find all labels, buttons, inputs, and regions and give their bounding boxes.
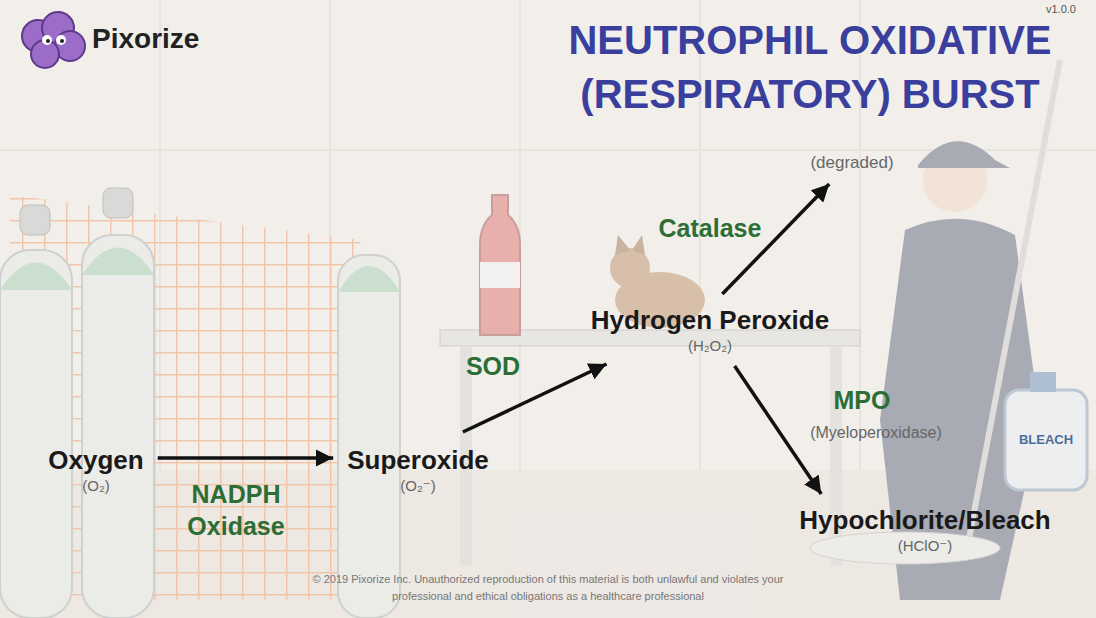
table xyxy=(440,330,860,566)
compound-name: Superoxide xyxy=(347,444,489,476)
bottle-label: BLEACH xyxy=(1019,432,1073,448)
formula-text: (HClO⁻) xyxy=(799,536,1050,556)
tank-body xyxy=(338,255,400,618)
tank-cap xyxy=(338,266,400,292)
cat-ears xyxy=(615,235,645,255)
logo-pupil xyxy=(60,39,64,43)
bottle-body xyxy=(1005,390,1087,490)
chemical-node: Hydrogen Peroxide(H₂O₂) xyxy=(587,300,833,360)
formula-text: (O₂⁻) xyxy=(347,476,489,496)
formula-text: (O₂) xyxy=(48,476,143,496)
logo-text: Pixorize xyxy=(92,22,199,56)
tank-body xyxy=(0,250,72,618)
bottle-body xyxy=(480,195,520,335)
soda-bottle xyxy=(480,195,520,335)
compound-name: Oxygen xyxy=(48,444,143,476)
tank-body xyxy=(82,235,154,618)
logo-eye xyxy=(42,35,52,45)
enzyme-label: MPO xyxy=(817,384,907,416)
chemical-node: (degraded) xyxy=(806,148,897,178)
formula-text: (degraded) xyxy=(810,152,893,174)
enzyme-label: SOD xyxy=(448,350,538,382)
pixorize-logo xyxy=(22,12,85,68)
janitor-cap xyxy=(918,141,1010,168)
logo-pupil xyxy=(46,39,50,43)
tank-valve xyxy=(20,205,50,235)
oxygen-tank xyxy=(0,188,400,618)
compound-name: Hydrogen Peroxide xyxy=(591,304,829,336)
enzyme-label: NADPH Oxidase xyxy=(171,478,301,542)
compound-name: Hypochlorite/Bleach xyxy=(799,504,1050,536)
reaction-arrow xyxy=(158,456,334,460)
bottle-cap xyxy=(1030,372,1056,392)
title: NEUTROPHIL OXIDATIVE (RESPIRATORY) BURST xyxy=(550,13,1070,121)
enzyme-full-name: (Myeloperoxidase) xyxy=(810,423,942,443)
chemical-node: Oxygen(O₂) xyxy=(44,440,147,500)
chemical-node: Superoxide(O₂⁻) xyxy=(343,440,493,500)
logo-eye xyxy=(56,35,66,45)
bleach-bottle xyxy=(1005,372,1087,490)
chemical-node: Hypochlorite/Bleach(HClO⁻) xyxy=(795,500,1054,560)
copyright-note: © 2019 Pixorize Inc. Unauthorized reprod… xyxy=(298,571,798,605)
reaction-arrow xyxy=(735,366,822,494)
bottle-label xyxy=(480,262,520,288)
tank-valve xyxy=(103,188,133,218)
version-number: v1.0.0 xyxy=(1046,2,1076,16)
tank-cap xyxy=(0,263,72,291)
wall-line xyxy=(0,149,1096,151)
formula-text: (H₂O₂) xyxy=(591,336,829,356)
tank-cap xyxy=(82,248,154,276)
enzyme-label: Catalase xyxy=(650,212,770,244)
